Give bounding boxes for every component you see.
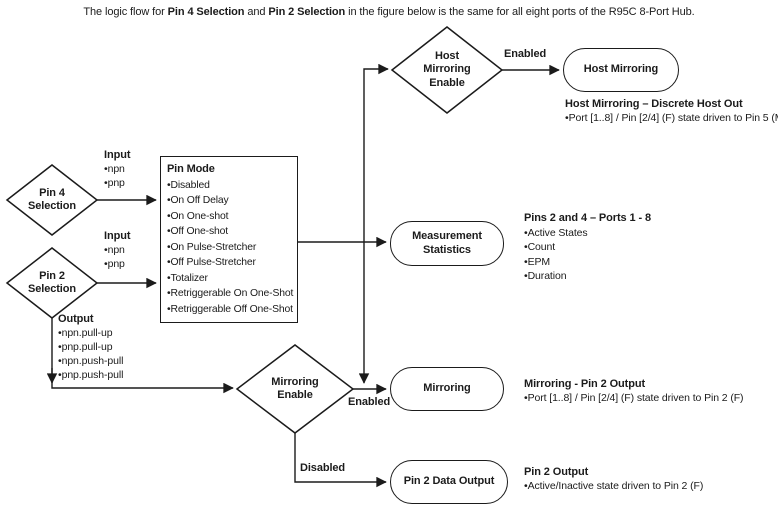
note-item: npn.push-pull [58,354,124,368]
measurement-label-line: Measurement [412,230,482,242]
measurement-note: Pins 2 and 4 – Ports 1 - 8 Active States… [524,211,651,284]
note-item: EPM [524,255,651,270]
host-mirroring-terminator: Host Mirroring [563,48,679,92]
pin4-input-note: Input npn pnp [104,148,130,190]
pin-mode-item: Retriggerable Off One-Shot [167,302,297,318]
note-item: Active/Inactive state driven to Pin 2 (F… [524,479,704,493]
note-title: Pins 2 and 4 – Ports 1 - 8 [524,212,652,224]
pin-mode-item: Retriggerable On One-Shot [167,286,297,302]
note-title: Input [104,149,131,161]
caption-bold-pin4: Pin 4 Selection [167,6,245,18]
note-item: Duration [524,269,651,284]
caption-text: in the figure below is the same for all … [345,6,695,18]
pin2-output-note: Pin 2 Output Active/Inactive state drive… [524,465,703,493]
mirroring-terminator: Mirroring [390,367,504,411]
measurement-statistics-terminator: Measurement Statistics [390,221,504,266]
pin2-input-note: Input npn pnp [104,229,130,271]
pin-mode-item: Disabled [167,178,297,194]
mirroring-enabled-edge-label: Enabled [348,396,391,408]
caption-bold-pin2: Pin 2 Selection [268,6,346,18]
caption-text: The logic flow for [83,6,168,18]
edge-mirenable-to-pin2data [294,433,387,488]
note-item: pnp [104,257,130,271]
note-title: Input [104,230,131,242]
pin-mode-title: Pin Mode [167,163,215,175]
pin-mode-item: Totalizer [167,271,297,287]
host-mirroring-note: Host Mirroring – Discrete Host Out Port … [565,97,778,125]
note-item: Port [1..8] / Pin [2/4] (F) state driven… [565,111,778,125]
measurement-label-line: Statistics [423,243,471,256]
note-item: pnp [104,176,130,190]
pin2-selection-diamond-shape [5,247,99,319]
pin2-data-output-label: Pin 2 Data Output [403,475,495,488]
note-item: Count [524,240,651,255]
note-title: Pin 2 Output [524,466,589,478]
host-mirroring-label: Host Mirroring [583,63,659,76]
host-enabled-edge-label: Enabled [504,48,547,60]
pin2-output-modes-note: Output npn.pull-up pnp.pull-up npn.push-… [58,312,123,382]
mirroring-enable-diamond-shape [235,344,355,434]
note-item: pnp.push-pull [58,368,124,382]
note-item: npn [104,162,130,176]
edge-pin2-to-mirenable [51,318,234,394]
edge-branch-to-hostenable [363,63,389,242]
pin-mode-box: Pin Mode Disabled On Off Delay On One-sh… [160,156,298,323]
figure-caption: The logic flow for Pin 4 Selection and P… [0,6,778,18]
note-item: npn [104,243,130,257]
mirroring-disabled-edge-label: Disabled [300,462,346,474]
note-title: Host Mirroring – Discrete Host Out [565,98,743,110]
note-item: Active States [524,226,651,241]
note-item: Port [1..8] / Pin [2/4] (F) state driven… [524,391,744,405]
pin-mode-item: On One-shot [167,209,297,225]
mirroring-label: Mirroring [423,382,471,395]
note-item: pnp.pull-up [58,340,123,354]
pin4-selection-diamond-shape [5,164,99,236]
note-title: Output [58,313,94,325]
pin2-data-output-terminator: Pin 2 Data Output [390,460,508,504]
pin-mode-item: On Off Delay [167,193,297,209]
pin-mode-item: Off One-shot [167,224,297,240]
note-title: Mirroring - Pin 2 Output [524,378,646,390]
mirroring-note: Mirroring - Pin 2 Output Port [1..8] / P… [524,377,744,405]
note-item: npn.pull-up [58,326,123,340]
pin-mode-item: Off Pulse-Stretcher [167,255,297,271]
caption-text: and [244,6,269,18]
pin-mode-item: On Pulse-Stretcher [167,240,297,256]
host-mirroring-enable-diamond-shape [390,26,504,114]
